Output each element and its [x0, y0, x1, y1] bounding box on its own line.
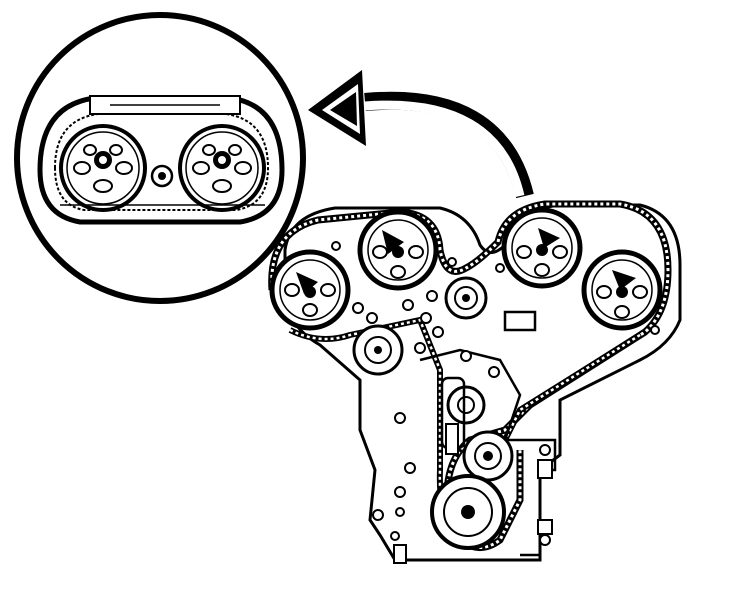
cover-bolts — [352, 257, 500, 378]
cam-sprocket-right-inner — [501, 207, 583, 289]
cam-sprocket-left-inner — [357, 209, 439, 291]
idler-pulley-upper — [444, 276, 488, 320]
idler-pulley-lower — [440, 376, 486, 455]
cover-plate — [503, 310, 537, 332]
alignment-mark-arrow — [612, 270, 636, 290]
detail-sprocket-left — [59, 124, 147, 212]
mounting-studs — [331, 241, 660, 564]
detail-view — [14, 12, 306, 304]
tensioner-pulley — [352, 324, 404, 376]
alignment-mark-arrow — [382, 230, 404, 254]
curved-callout-arrow — [308, 70, 534, 199]
alignment-mark-arrow — [296, 272, 318, 294]
cam-sprocket-right-outer — [581, 249, 663, 331]
detail-belt-teeth — [53, 113, 270, 211]
crankshaft-sprocket — [430, 474, 506, 550]
alignment-mark-arrow — [538, 228, 560, 248]
cam-sprocket-left-outer — [269, 249, 351, 331]
detail-sprocket-right — [178, 124, 266, 212]
engine-front-cover — [268, 200, 682, 564]
water-pump-pulley — [462, 430, 514, 482]
